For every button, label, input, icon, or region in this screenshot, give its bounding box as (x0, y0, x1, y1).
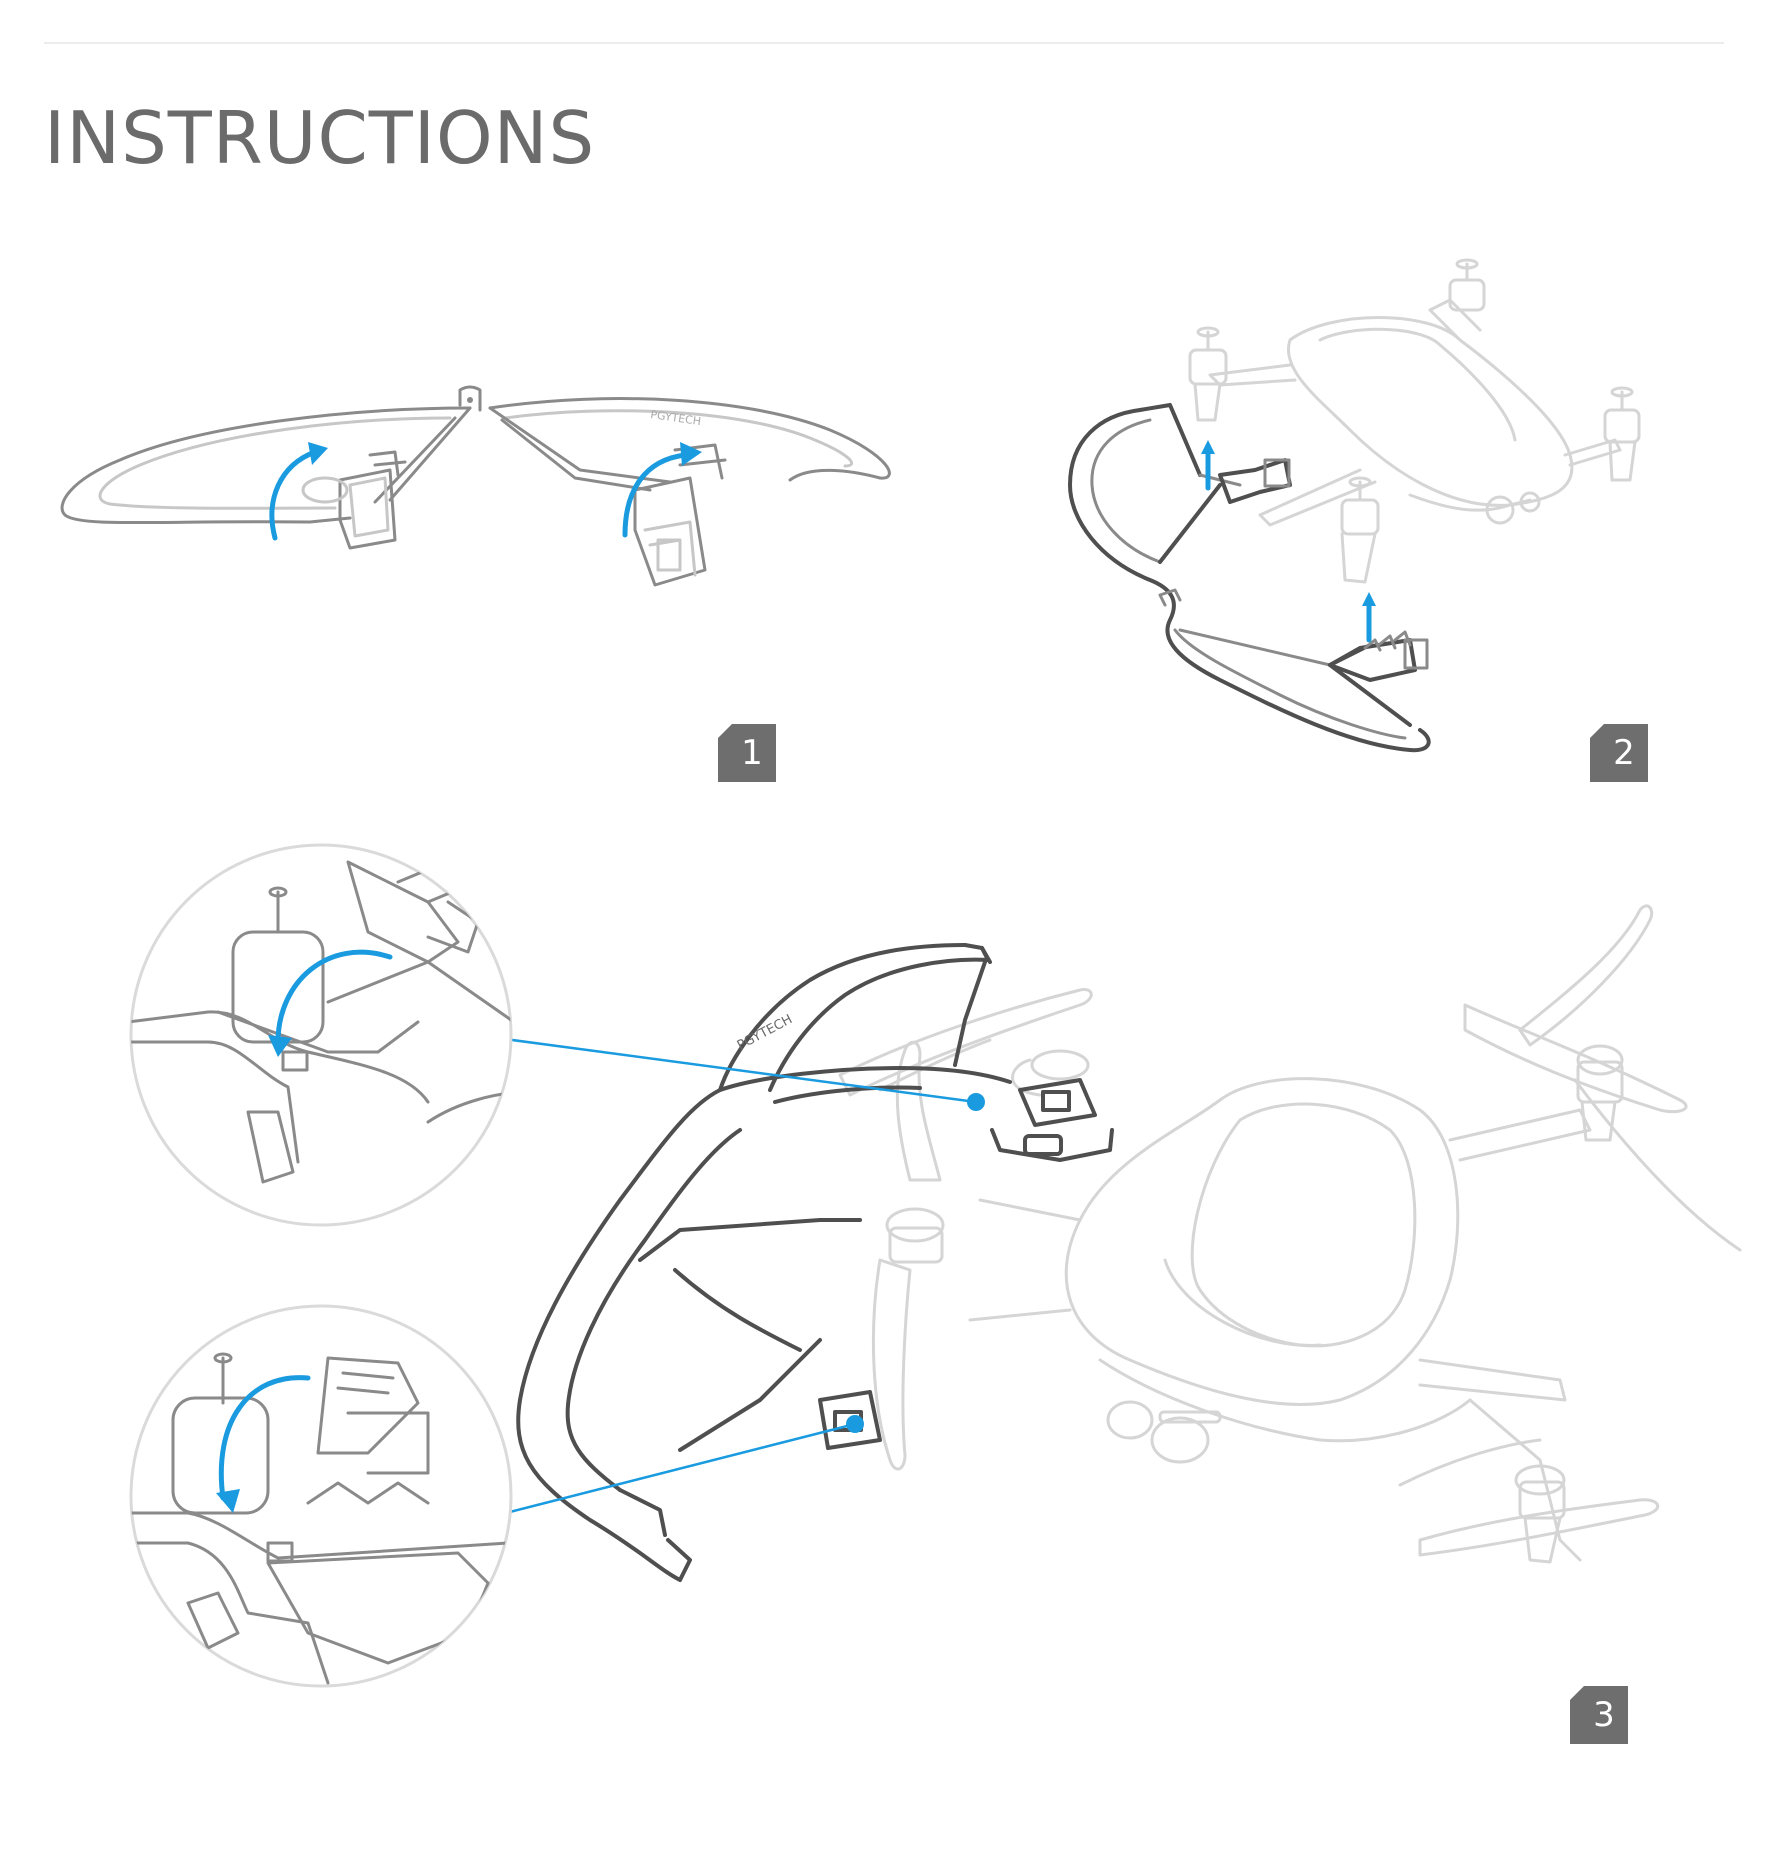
propeller-guard-rotate-clips-drawing: PGYTECH (60, 385, 891, 587)
step-number: 2 (1613, 733, 1635, 773)
step-2-illustration (1030, 258, 1670, 780)
clip-rotate-detail-drawing (129, 843, 513, 1227)
step-number: 1 (741, 733, 763, 773)
step-1-illustration: PGYTECH (50, 370, 920, 640)
step-number: 3 (1593, 1695, 1615, 1735)
detail-zoom-upper (128, 842, 514, 1228)
top-divider (44, 42, 1724, 44)
step-1-badge: 1 (718, 724, 776, 782)
step-3-badge: 3 (1570, 1686, 1628, 1744)
step-3-illustration: PGYTECH (120, 840, 1742, 1700)
clip-press-detail-drawing (129, 1304, 513, 1688)
step-2-badge: 2 (1590, 724, 1648, 782)
detail-zoom-lower (128, 1303, 514, 1689)
page-title: INSTRUCTIONS (44, 96, 596, 180)
attach-arrow-icon (1201, 440, 1376, 643)
rotate-arrow-icon (269, 442, 702, 541)
guard-installed-on-drone-drawing: PGYTECH (399, 904, 1742, 1582)
drone-attach-guard-drawing (1068, 258, 1641, 753)
